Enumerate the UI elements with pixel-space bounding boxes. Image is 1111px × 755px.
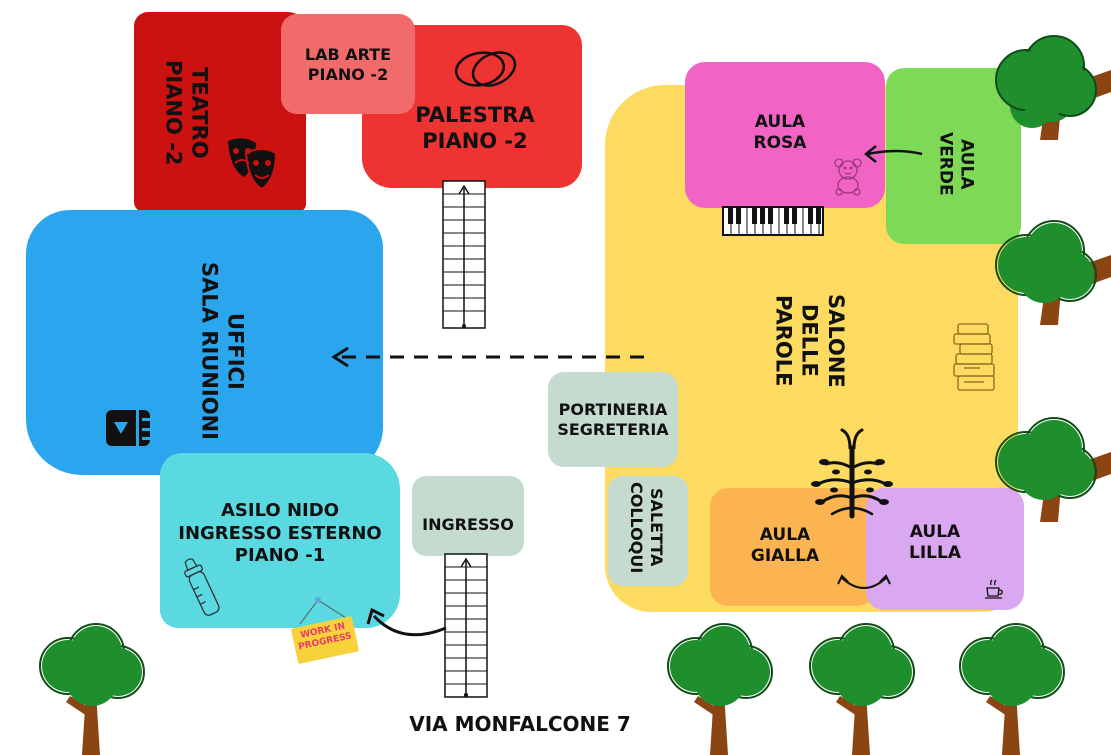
saletta-colloqui-room [608,476,688,586]
arrow-icon [366,607,447,637]
street-address-label: VIA MONFALCONE 7 [409,712,631,736]
arrow-icon [863,145,923,163]
teatro-room [134,12,306,212]
ingresso-label: INGRESSO [422,515,514,534]
tree-icon [995,35,1111,140]
coffee-cup-icon [985,579,1003,599]
theater-masks-icon [228,138,278,191]
tree-roots-icon [811,428,893,519]
stairs-icon [444,553,488,698]
books-stack-icon [953,323,995,391]
aula-verde-room [886,68,1021,244]
dashed-arrow-icon [331,346,650,368]
piano-keyboard-icon [722,206,824,236]
asilo-nido-room [160,453,400,628]
olympic-rings-icon [454,51,517,87]
tree-icon [995,220,1111,325]
tree-icon [39,623,145,755]
aula-rosa-room [685,62,885,208]
video-folder-icon [106,410,150,446]
tree-icon [667,623,773,755]
stairs-icon [442,180,486,329]
portineria-room [548,372,678,467]
tree-icon [959,623,1065,755]
tree-icon [809,623,915,755]
ingresso-box [412,476,524,556]
lab-arte-room [281,14,415,114]
swap-arrows-icon [837,574,891,589]
baby-bottle-icon [184,558,220,616]
aula-lilla-room [866,488,1024,610]
uffici-room [26,210,383,475]
work-in-progress-sign-icon [291,597,359,664]
teddy-bear-icon [834,158,862,196]
tree-icon [995,417,1111,522]
